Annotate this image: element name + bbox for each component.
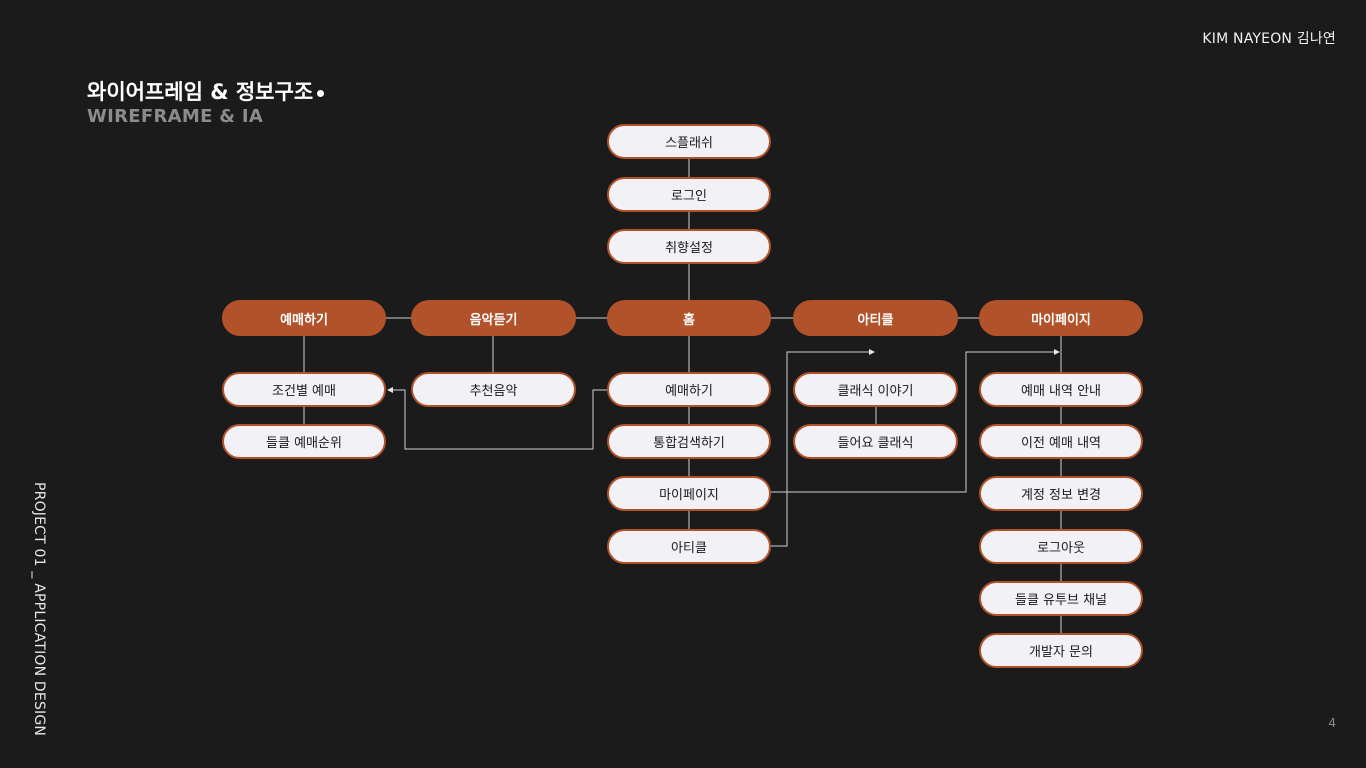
node-reservation-item: 들클 예매순위 xyxy=(222,424,386,459)
node-home-item: 아티클 xyxy=(607,529,771,564)
node-home-item: 예매하기 xyxy=(607,372,771,407)
menu-article: 아티클 xyxy=(793,300,958,336)
link-home-article xyxy=(771,349,875,547)
link-home-reservation xyxy=(387,387,607,450)
node-splash: 스플래쉬 xyxy=(607,124,771,159)
node-home-item: 통합검색하기 xyxy=(607,424,771,459)
node-mypage-item: 계정 정보 변경 xyxy=(979,476,1143,511)
page-title-text: 와이어프레임 & 정보구조 xyxy=(87,80,314,104)
node-home-item: 마이페이지 xyxy=(607,476,771,511)
node-reservation-item: 조건별 예매 xyxy=(222,372,386,407)
page-subtitle: WIREFRAME & IA xyxy=(87,106,264,127)
menu-mypage: 마이페이지 xyxy=(979,300,1143,336)
link-home-mypage xyxy=(771,349,1060,493)
node-mypage-item: 이전 예매 내역 xyxy=(979,424,1143,459)
title-dot xyxy=(317,89,325,97)
node-music-item: 추천음악 xyxy=(411,372,576,407)
menu-home: 홈 xyxy=(607,300,771,336)
node-mypage-item: 로그아웃 xyxy=(979,529,1143,564)
page-number: 4 xyxy=(1328,716,1336,730)
node-article-item: 클래식 이야기 xyxy=(793,372,958,407)
node-mypage-item: 예매 내역 안내 xyxy=(979,372,1143,407)
node-login: 로그인 xyxy=(607,177,771,212)
menu-reservation: 예매하기 xyxy=(222,300,386,336)
node-preference: 취향설정 xyxy=(607,229,771,264)
node-article-item: 들어요 클래식 xyxy=(793,424,958,459)
page-title: 와이어프레임 & 정보구조 xyxy=(87,76,325,106)
menu-music: 음악듣기 xyxy=(411,300,576,336)
node-mypage-item: 개발자 문의 xyxy=(979,633,1143,668)
author-name: KIM NAYEON 김나연 xyxy=(1202,31,1336,47)
node-mypage-item: 들클 유투브 채널 xyxy=(979,581,1143,616)
